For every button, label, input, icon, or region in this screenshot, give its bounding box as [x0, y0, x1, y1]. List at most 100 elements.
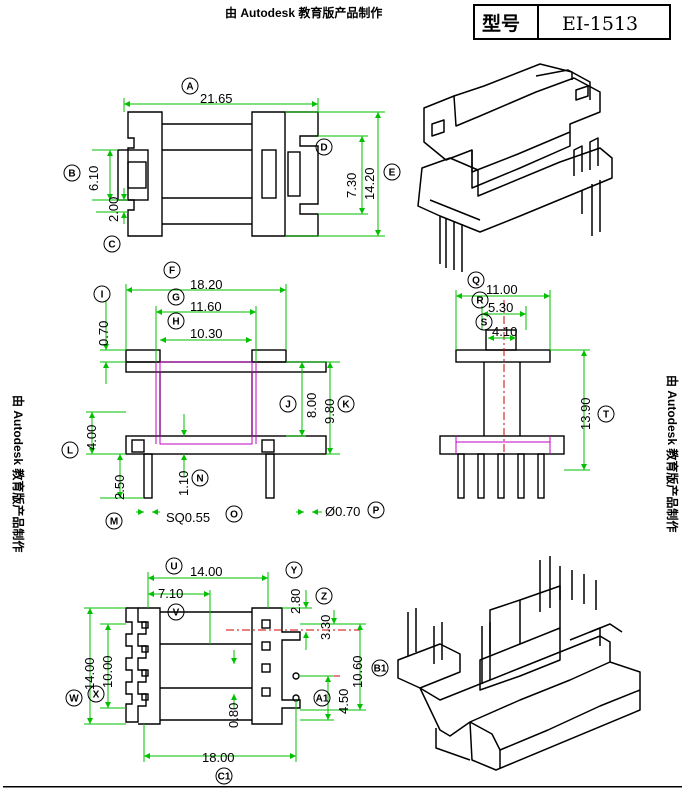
dim-L-value: 4.00 [84, 425, 99, 450]
callout-letter: H [172, 317, 179, 328]
view-top-dims [92, 98, 385, 237]
callout-letter: S [481, 318, 488, 329]
dim-B1-value: 10.60 [350, 655, 365, 688]
callout-letter: V [173, 608, 180, 619]
callout-letter: U [170, 562, 177, 573]
callout-y: Y [285, 561, 303, 579]
view-bottom-dims [84, 572, 366, 762]
callout-letter: A1 [316, 694, 329, 705]
callout-b1: B1 [371, 659, 389, 677]
dim-G-value: 11.60 [190, 299, 222, 314]
callout-q: Q [467, 271, 485, 289]
view-front-dims [86, 284, 340, 515]
view-front-hidden [155, 361, 257, 445]
callout-letter: Z [321, 592, 327, 603]
dim-S-value: 4.10 [492, 324, 517, 339]
callout-letter: T [603, 410, 609, 421]
view-side [439, 329, 565, 499]
dim-J-value: 8.00 [304, 393, 319, 418]
callout-c1: C1 [215, 767, 233, 785]
callout-n: N [191, 469, 209, 487]
callout-letter: R [476, 296, 484, 307]
dim-C1-value: 18.00 [202, 750, 235, 765]
callout-u: U [165, 557, 183, 575]
dim-K-value: 9.80 [322, 399, 337, 424]
dim-T-value: 13.90 [578, 397, 593, 430]
callout-m: M [105, 512, 123, 530]
callout-k: K [337, 395, 355, 413]
callout-x: X [87, 685, 105, 703]
callout-letter: P [373, 506, 380, 517]
callout-letter: Q [472, 276, 480, 287]
dim-U-value: 14.00 [190, 564, 223, 579]
dim-A1-value: 4.50 [336, 689, 351, 714]
model-label: 型号 [482, 12, 520, 35]
callout-letter: A [186, 82, 193, 93]
callout-h: H [167, 312, 185, 330]
dim-A-value: 21.65 [200, 91, 233, 106]
callout-letter: C1 [218, 772, 231, 783]
view-side-dims [455, 290, 590, 471]
view-top [117, 111, 319, 237]
isometric-top [417, 63, 613, 272]
callout-g: G [167, 288, 185, 306]
callout-letter: E [389, 168, 396, 179]
callout-letter: B [68, 169, 75, 180]
callout-a1: A1 [313, 689, 331, 707]
bottom-border [3, 786, 682, 788]
callout-b: B [63, 164, 81, 182]
dim-C-value: 2.00 [106, 197, 121, 222]
callout-s: S [475, 313, 493, 331]
callout-p: P [367, 501, 385, 519]
title-block: 型号 EI-1513 [473, 4, 671, 40]
dim-W-value: 14.00 [82, 657, 97, 690]
callout-letter: N [196, 474, 203, 485]
callout-letter: O [230, 510, 238, 521]
callout-t: T [597, 405, 615, 423]
callout-letter: M [110, 517, 118, 528]
callout-letter: L [67, 446, 73, 457]
dim-R-value: 5.30 [488, 300, 513, 315]
callout-letter: G [172, 293, 180, 304]
callout-o: O [225, 505, 243, 523]
callout-letter: J [285, 400, 291, 411]
callout-r: R [471, 291, 489, 309]
view-bottom [125, 607, 301, 725]
dim-Q-value: 11.00 [486, 282, 518, 297]
callout-letter: Y [291, 566, 298, 577]
model-value: EI-1513 [562, 13, 638, 35]
dim-D1-value: 0.80 [226, 703, 241, 728]
callout-z: Z [315, 587, 333, 605]
isometric-bottom [397, 556, 641, 771]
dim-M-value: 2.50 [112, 475, 127, 500]
callout-letter: D [320, 143, 327, 154]
dim-Z-value: 3.30 [318, 615, 333, 640]
dim-O-value: SQ0.55 [166, 510, 210, 525]
dim-D-value: 7.30 [344, 173, 359, 198]
callout-letter: C [108, 240, 115, 251]
callout-w: W [65, 689, 83, 707]
dim-B-value: 6.10 [86, 166, 101, 191]
callout-j: J [279, 395, 297, 413]
callout-l: L [61, 441, 79, 459]
watermark-right: 由 Autodesk 教育版产品制作 [665, 375, 680, 532]
callout-a: A [181, 77, 199, 95]
view-side-hidden [455, 436, 551, 454]
dim-H-value: 10.30 [190, 326, 223, 341]
callout-letter: B1 [374, 664, 387, 675]
dim-Y-value: 2.80 [288, 589, 303, 614]
dim-E-value: 14.20 [362, 167, 377, 200]
dim-I-value: 0.70 [96, 321, 111, 346]
callout-e: E [383, 163, 401, 181]
callout-i: I [93, 285, 111, 303]
dim-P-value: Ø0.70 [325, 504, 360, 519]
dim-N-value: 1.10 [176, 471, 191, 496]
callout-letter: K [342, 400, 350, 411]
view-bottom-centerline [226, 629, 360, 677]
callout-v: V [167, 603, 185, 621]
dim-V-value: 7.10 [158, 586, 183, 601]
callout-letter: I [101, 290, 104, 301]
dim-F-value: 18.20 [190, 277, 223, 292]
